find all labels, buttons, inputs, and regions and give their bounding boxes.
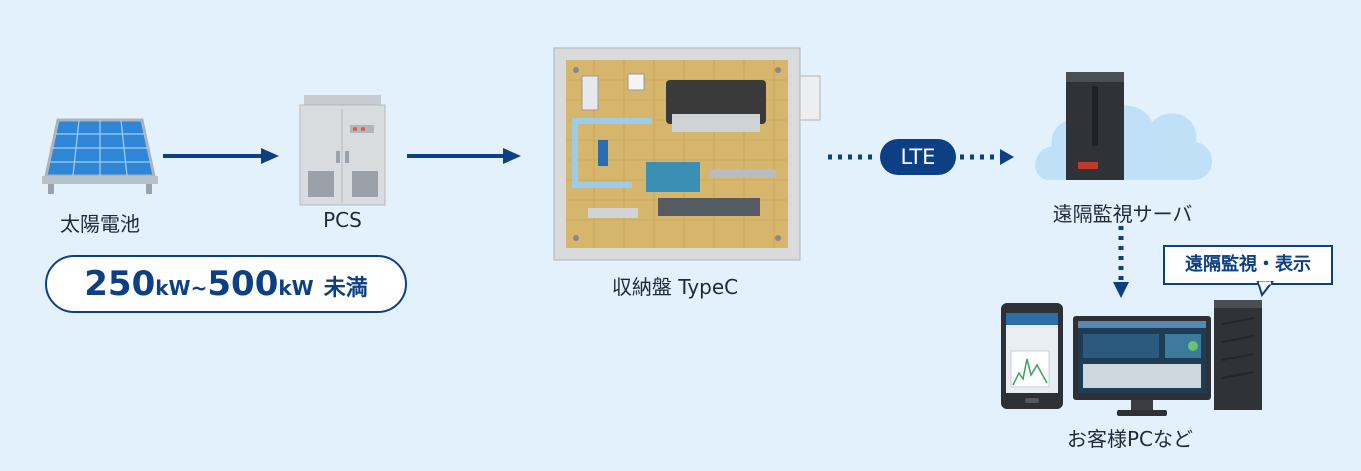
callout-tail <box>1256 281 1275 298</box>
cabinet-label: 収納盤 TypeC <box>611 275 739 299</box>
remote-monitoring-callout: 遠隔監視・表示 <box>1163 245 1333 285</box>
storage-cabinet-icon <box>553 47 821 261</box>
capacity-value-min: 250 <box>84 264 156 304</box>
capacity-badge: 250 kW ~ 500 kW 未満 <box>45 255 407 313</box>
arrow-pcs-to-cabinet <box>407 148 521 164</box>
lte-badge: LTE <box>880 139 956 175</box>
client-label: お客様PCなど <box>1066 427 1194 451</box>
arrow-server-to-client <box>1113 226 1129 298</box>
pc-tower-icon <box>1214 300 1262 410</box>
capacity-unit-max: kW <box>278 276 314 300</box>
capacity-value-max: 500 <box>207 264 279 304</box>
lte-link-right-dots <box>960 149 1014 165</box>
capacity-unit-min: kW <box>155 276 191 300</box>
arrow-solar-to-pcs <box>163 148 279 164</box>
capacity-suffix: 未満 <box>323 276 368 301</box>
capacity-separator: ~ <box>190 276 208 300</box>
server-label: 遠隔監視サーバ <box>1052 202 1193 226</box>
tablet-icon <box>1001 303 1063 409</box>
lte-link-left-dots <box>828 154 876 160</box>
cloud-server-icon <box>1035 72 1213 180</box>
pcs-cabinet-icon <box>299 95 386 206</box>
pcs-label: PCS <box>323 208 362 232</box>
solar-panel-icon <box>42 118 158 194</box>
solar-label: 太陽電池 <box>60 212 140 236</box>
monitor-icon <box>1073 316 1211 416</box>
